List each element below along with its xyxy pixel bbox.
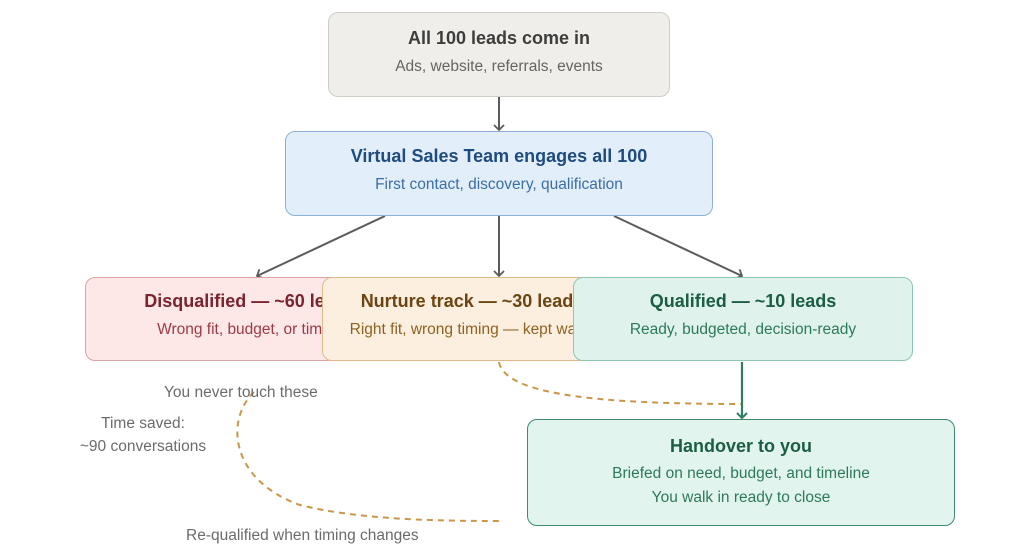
arrow-vst-to-qualified [613, 215, 744, 280]
annotation-time-saved: Time saved: ~90 conversations [58, 412, 228, 458]
dashed-link-nurture-to-handover [498, 361, 743, 405]
node-title: All 100 leads come in [407, 28, 591, 48]
annotation-requalified: Re-qualified when timing changes [186, 527, 419, 544]
node-subtitle: Ready, budgeted, decision-ready [629, 321, 857, 338]
node-title: Disqualified — ~60 leads [144, 291, 356, 311]
node-title: Qualified — ~10 leads [649, 291, 837, 311]
node-subtitle: Right fit, wrong timing — kept warm [349, 321, 595, 338]
node-title: Handover to you [669, 436, 812, 456]
node-title: Virtual Sales Team engages all 100 [350, 146, 648, 166]
node-handover: Handover to you Briefed on need, budget,… [527, 419, 955, 526]
node-subtitle: Ads, website, referrals, events [395, 58, 603, 75]
dashed-link-requalified [236, 391, 501, 522]
node-nurture-track: Nurture track — ~30 leads Right fit, wro… [322, 277, 622, 361]
node-virtual-sales-team: Virtual Sales Team engages all 100 First… [285, 131, 713, 216]
annotation-never-touch: You never touch these [164, 384, 318, 401]
node-incoming-leads: All 100 leads come in Ads, website, refe… [328, 12, 670, 97]
node-subtitle: First contact, discovery, qualification [375, 176, 623, 193]
node-title: Nurture track — ~30 leads [360, 291, 584, 311]
node-subtitle: Wrong fit, budget, or timing [157, 321, 343, 338]
node-line-1: Briefed on need, budget, and timeline [612, 465, 870, 482]
annotation-time-saved-line-2: ~90 conversations [79, 438, 207, 455]
annotation-time-saved-line-1: Time saved: [101, 415, 185, 432]
node-line-2: You walk in ready to close [651, 489, 831, 506]
arrow-vst-to-disqualified [255, 215, 386, 280]
node-qualified: Qualified — ~10 leads Ready, budgeted, d… [573, 277, 913, 361]
